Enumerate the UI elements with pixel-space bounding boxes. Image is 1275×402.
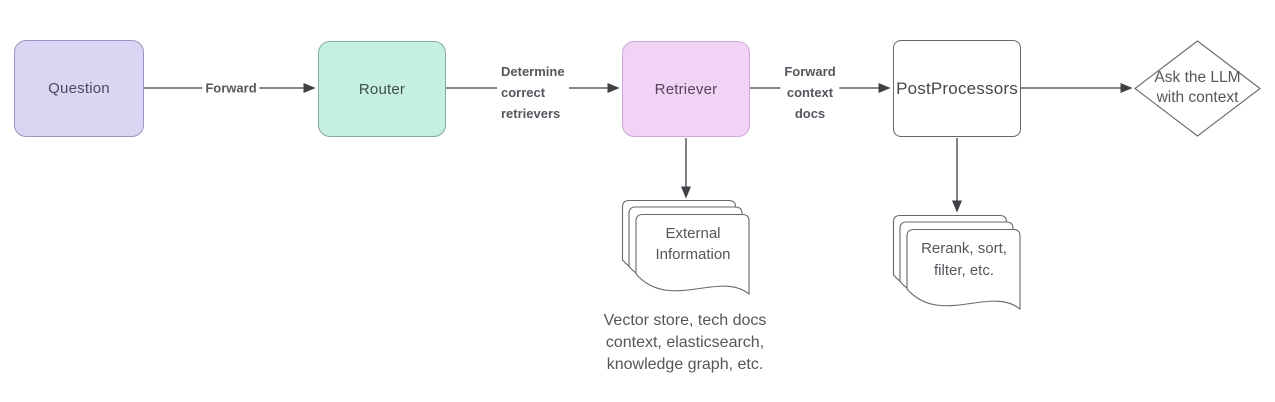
retriever-node: Retriever (622, 41, 750, 137)
edge-label-forward: Forward (202, 77, 260, 99)
question-label: Question (48, 80, 110, 97)
rerank-label: Rerank, sort, filter, etc. (921, 240, 1007, 279)
external-information-label: External Information (655, 225, 731, 263)
question-node: Question (14, 40, 144, 137)
postprocessors-node: PostProcessors (893, 40, 1021, 137)
edge-label-forward-context-docs: Forward context docs (780, 60, 840, 125)
ask-llm-decision-shape (1134, 40, 1261, 137)
external-sources-caption: Vector store, tech docs context, elastic… (603, 312, 767, 373)
ask-llm-decision-label: Ask the LLM with context (1154, 69, 1241, 106)
retriever-label: Retriever (654, 80, 718, 98)
postprocessors-label: PostProcessors (896, 78, 1018, 98)
edge-label-determine-correct-retrievers: Determine correct retrievers (497, 60, 569, 125)
diamond-shape (1134, 40, 1261, 137)
router-label: Router (358, 80, 406, 98)
router-node: Router (318, 41, 446, 137)
